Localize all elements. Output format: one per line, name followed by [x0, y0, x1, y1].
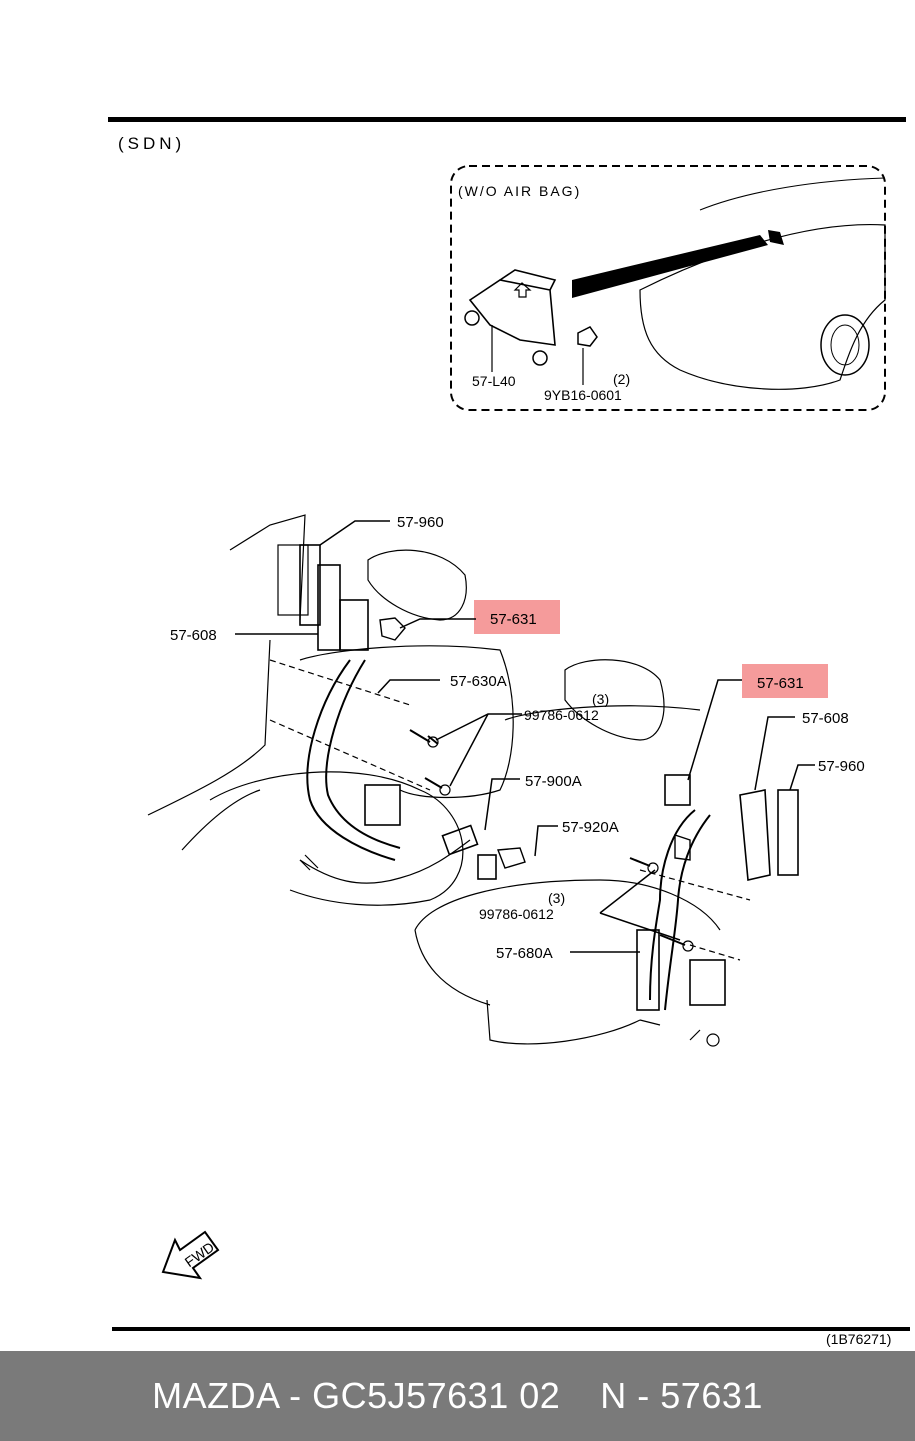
label-buckle-a: 57-900A: [525, 773, 582, 790]
footer-text: MAZDA - GC5J57631 02 N - 57631: [152, 1375, 763, 1417]
inset-part-nut-qty: (2): [613, 371, 630, 387]
inset-part-bracket: 57-L40: [472, 373, 516, 389]
footer-part-number: MAZDA - GC5J57631 02: [152, 1375, 561, 1416]
label-left-clip: 57-631: [490, 611, 537, 628]
inset-part-nut: 9YB16-0601: [544, 387, 622, 403]
label-bolt-upper-qty: (3): [592, 691, 609, 707]
seat-belt-illustration: [147, 514, 799, 1047]
variant-label: (SDN): [118, 134, 185, 153]
label-left-belt: 57-630A: [450, 673, 507, 690]
inset-panel: (W/O AIR BAG) 57-L40 (2) 9YB16-0601: [450, 165, 886, 411]
label-bolt-lower: 99786-0612: [479, 906, 554, 922]
inset-title: (W/O AIR BAG): [458, 183, 581, 199]
footer-catalog-ref: N - 57631: [600, 1375, 763, 1416]
ref-code: (1B76271): [826, 1331, 891, 1347]
label-bolt-lower-qty: (3): [548, 890, 565, 906]
label-right-guide: 57-960: [818, 758, 865, 775]
fwd-arrow-icon: FWD: [161, 1230, 220, 1280]
label-left-guide: 57-960: [397, 514, 444, 531]
label-right-cover: 57-608: [802, 710, 849, 727]
footer-bar: MAZDA - GC5J57631 02 N - 57631: [0, 1351, 915, 1441]
top-rule: [108, 117, 906, 122]
fwd-label: FWD: [182, 1239, 217, 1270]
label-right-clip: 57-631: [757, 675, 804, 692]
label-bolt-upper: 99786-0612: [524, 707, 599, 723]
leader-lines: [235, 520, 815, 953]
label-buckle-b: 57-920A: [562, 819, 619, 836]
label-right-belt: 57-680A: [496, 945, 553, 962]
label-left-cover: 57-608: [170, 627, 217, 644]
highlight-right-clip: [742, 664, 828, 698]
highlight-left-clip: [474, 600, 560, 634]
bottom-rule: [112, 1327, 910, 1331]
